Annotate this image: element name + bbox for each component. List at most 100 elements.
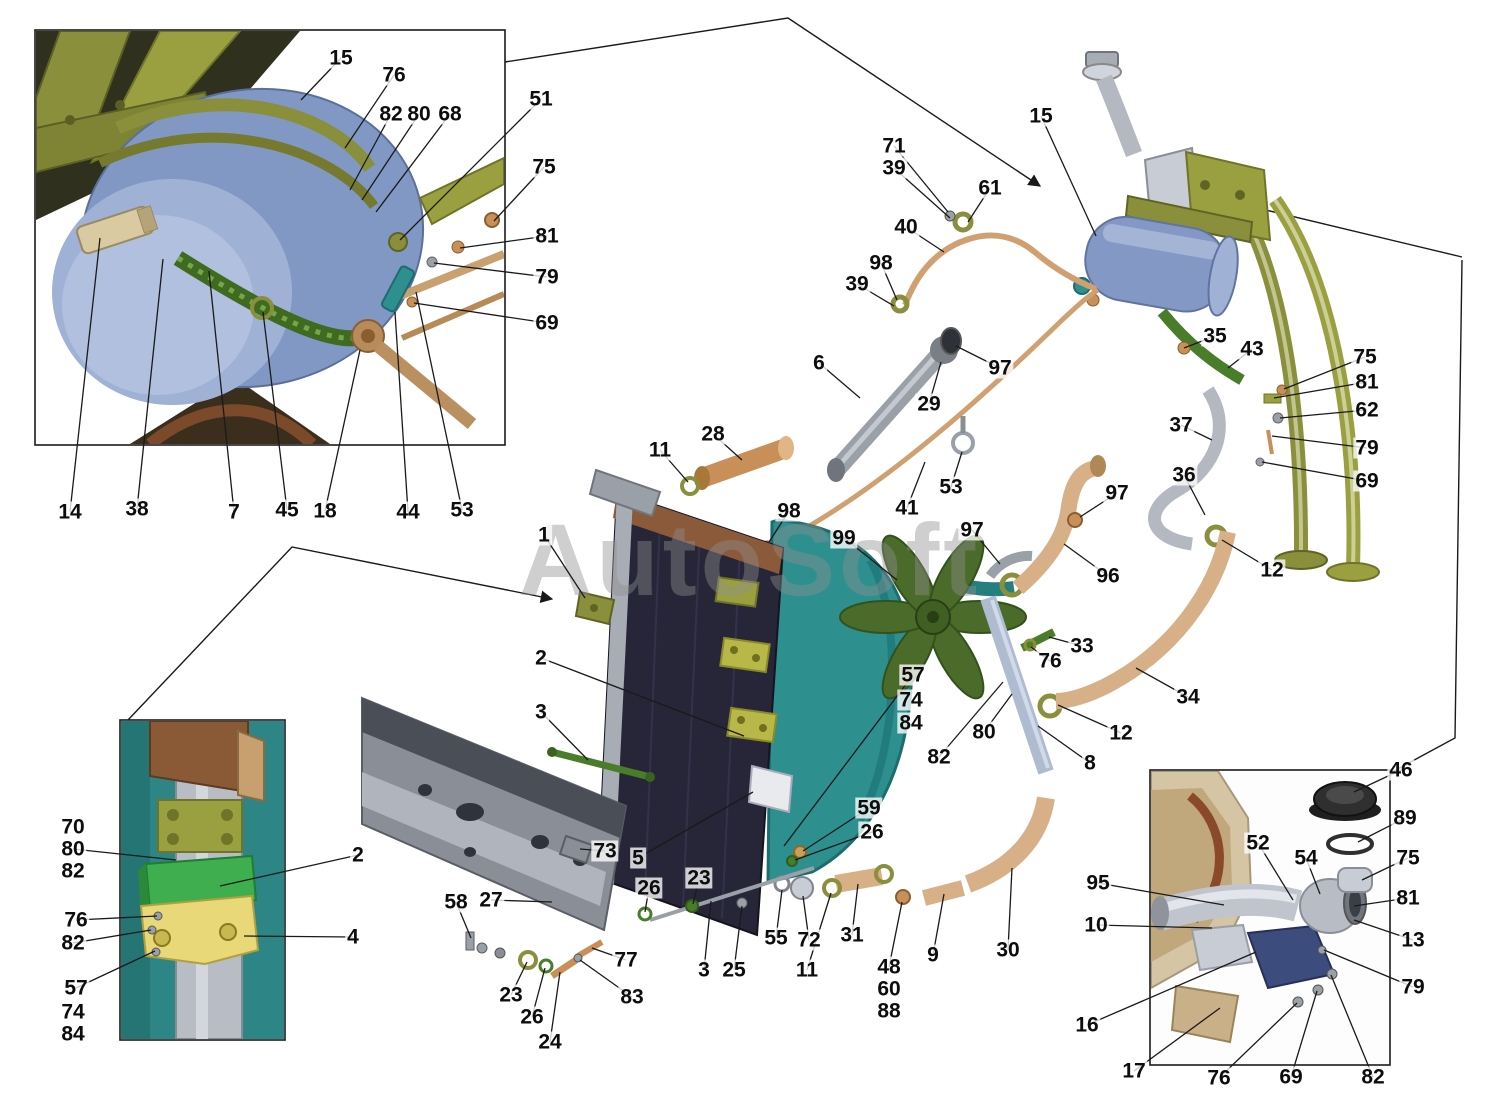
part-number-label: 26 bbox=[858, 820, 886, 844]
part-number-label: 73 bbox=[591, 839, 619, 863]
leader-line bbox=[69, 237, 101, 513]
leader-line bbox=[262, 311, 288, 511]
part-number-label: 23 bbox=[497, 983, 525, 1007]
part-number-label: 18 bbox=[311, 499, 339, 523]
frame-bracket bbox=[361, 696, 655, 932]
part-number-label: 2 bbox=[533, 646, 549, 670]
part-number-label: 57 bbox=[899, 663, 927, 687]
part-number-label: 34 bbox=[1174, 685, 1202, 709]
part-number-label: 17 bbox=[1120, 1059, 1148, 1083]
part-number-label: 69 bbox=[533, 311, 561, 335]
part-number-label: 7 bbox=[226, 500, 242, 524]
part-number-label: 82 bbox=[925, 745, 953, 769]
part-number-label: 84 bbox=[59, 1022, 87, 1046]
leader-line bbox=[344, 74, 395, 149]
part-number-label: 98 bbox=[867, 251, 895, 275]
leader-line bbox=[1279, 409, 1368, 419]
part-number-label: 98 bbox=[775, 499, 803, 523]
leader-line bbox=[1330, 974, 1374, 1078]
part-number-label: 74 bbox=[897, 688, 925, 712]
part-number-label: 33 bbox=[1068, 634, 1096, 658]
inset-bracket-detail bbox=[121, 721, 284, 1039]
part-number-label: 16 bbox=[1073, 1013, 1101, 1037]
part-number-label: 39 bbox=[880, 156, 908, 180]
leader-line bbox=[893, 145, 949, 213]
part-number-label: 35 bbox=[1201, 324, 1229, 348]
leader-line bbox=[1271, 435, 1368, 449]
part-number-label: 97 bbox=[1103, 481, 1131, 505]
leader-line bbox=[703, 900, 712, 971]
part-number-label: 3 bbox=[533, 700, 549, 724]
radiator-assembly bbox=[574, 468, 1015, 937]
leader-line bbox=[349, 113, 392, 191]
part-number-label: 81 bbox=[533, 224, 561, 248]
leader-line bbox=[208, 270, 235, 513]
part-number-label: 68 bbox=[436, 102, 464, 126]
leader-line bbox=[136, 258, 164, 510]
part-number-label: 81 bbox=[1394, 886, 1422, 910]
leader-line bbox=[1007, 867, 1013, 951]
leader-line bbox=[459, 235, 548, 249]
part-number-label: 40 bbox=[892, 215, 920, 239]
part-number-label: 82 bbox=[59, 931, 87, 955]
lower-hoses bbox=[822, 455, 1236, 906]
leader-line bbox=[1261, 461, 1368, 482]
part-number-label: 76 bbox=[62, 908, 90, 932]
leader-line bbox=[543, 534, 586, 599]
part-number-label: 79 bbox=[1399, 975, 1427, 999]
part-number-label: 71 bbox=[880, 134, 908, 158]
sensor-part bbox=[76, 205, 159, 255]
leader-line bbox=[399, 98, 542, 241]
part-number-label: 81 bbox=[1353, 370, 1381, 394]
part-number-label: 95 bbox=[1084, 871, 1112, 895]
connector-lines bbox=[127, 17, 1463, 773]
part-number-label: 37 bbox=[1167, 413, 1195, 437]
part-number-label: 14 bbox=[56, 500, 84, 524]
leader-line bbox=[1037, 725, 1091, 764]
part-number-label: 45 bbox=[273, 498, 301, 522]
leader-line bbox=[243, 935, 354, 938]
part-number-label: 76 bbox=[1036, 649, 1064, 673]
part-number-label: 80 bbox=[405, 102, 433, 126]
part-number-label: 53 bbox=[937, 475, 965, 499]
leader-line bbox=[1323, 949, 1414, 988]
part-number-label: 8 bbox=[1082, 751, 1098, 775]
leader-line bbox=[1097, 882, 1225, 906]
leader-line bbox=[361, 113, 420, 201]
part-number-label: 52 bbox=[1244, 831, 1272, 855]
leader-line bbox=[783, 674, 914, 847]
part-number-label: 79 bbox=[533, 265, 561, 289]
part-number-label: 11 bbox=[793, 958, 821, 982]
part-number-label: 59 bbox=[855, 796, 883, 820]
part-number-label: 43 bbox=[1238, 337, 1266, 361]
leader-line bbox=[1273, 381, 1368, 399]
leader-line bbox=[219, 854, 359, 887]
leader-line bbox=[433, 262, 548, 278]
part-number-label: 82 bbox=[377, 102, 405, 126]
part-number-label: 77 bbox=[612, 948, 640, 972]
part-number-label: 13 bbox=[1399, 928, 1427, 952]
leader-line bbox=[413, 302, 548, 324]
part-number-label: 82 bbox=[59, 859, 87, 883]
inset-expansion-tank-detail bbox=[36, 31, 504, 444]
leader-line bbox=[324, 349, 361, 512]
part-number-label: 57 bbox=[62, 976, 90, 1000]
leader-line bbox=[888, 901, 903, 968]
part-number-label: 75 bbox=[1351, 345, 1379, 369]
part-number-label: 60 bbox=[875, 977, 903, 1001]
part-number-label: 79 bbox=[1353, 436, 1381, 460]
leader-line bbox=[637, 791, 754, 859]
part-number-label: 55 bbox=[762, 926, 790, 950]
part-number-label: 31 bbox=[838, 923, 866, 947]
part-number-label: 11 bbox=[646, 438, 674, 462]
part-number-label: 24 bbox=[536, 1030, 564, 1054]
part-number-label: 51 bbox=[527, 87, 555, 111]
leader-line bbox=[394, 311, 409, 513]
part-number-label: 80 bbox=[59, 837, 87, 861]
part-number-label: 61 bbox=[976, 176, 1004, 200]
part-number-label: 6 bbox=[811, 351, 827, 375]
part-number-label: 83 bbox=[618, 985, 646, 1009]
part-number-label: 10 bbox=[1082, 913, 1110, 937]
